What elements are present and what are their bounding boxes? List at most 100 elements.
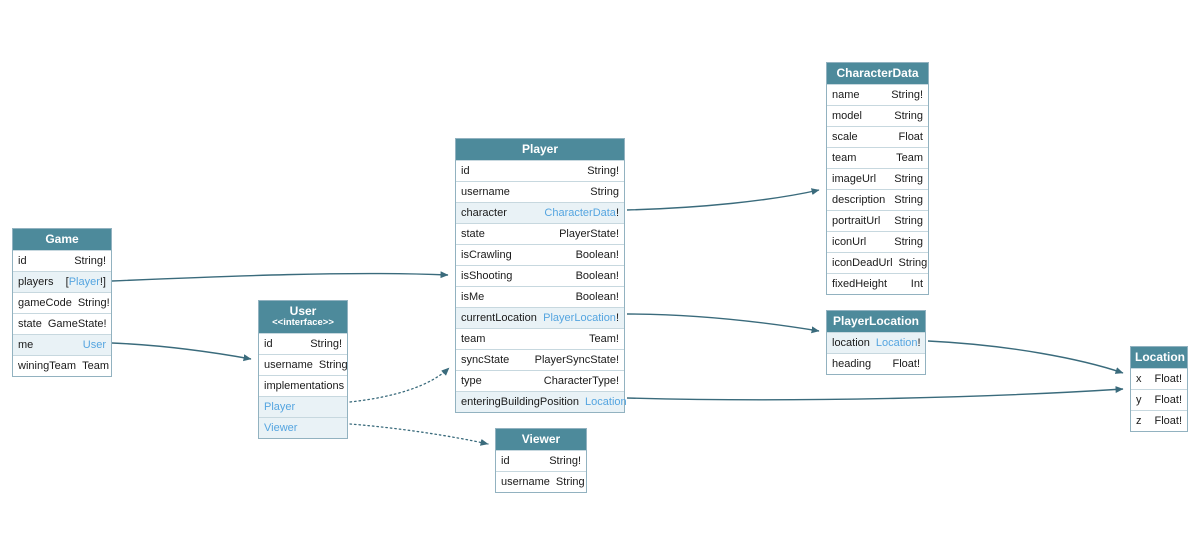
- field-type: CharacterType!: [543, 375, 619, 388]
- field-row-user-implementations[interactable]: implementations: [259, 374, 347, 396]
- field-row-player-isshooting[interactable]: isShooting Boolean!: [456, 265, 624, 287]
- edge-game-players-to-player: [111, 271, 449, 282]
- field-type: String!: [549, 455, 581, 468]
- field-name: model: [832, 110, 862, 123]
- table-title-location[interactable]: Location: [1131, 347, 1187, 369]
- field-type: String: [555, 476, 585, 489]
- edge-user-viewer-to-viewer: [349, 423, 489, 446]
- field-type: String!: [587, 165, 619, 178]
- field-name: state: [461, 228, 485, 241]
- field-name: Player: [264, 400, 296, 413]
- field-name: id: [18, 255, 27, 268]
- table-title-text: Viewer: [521, 432, 561, 446]
- field-row-game-players[interactable]: players[Player!]: [13, 271, 111, 293]
- field-type: Float: [898, 131, 923, 144]
- table-title-playerlocation[interactable]: PlayerLocation: [827, 311, 925, 333]
- field-name: isShooting: [461, 270, 513, 283]
- field-type: Team!: [589, 333, 619, 346]
- field-name: id: [461, 165, 470, 178]
- field-name: enteringBuildingPosition: [461, 396, 580, 409]
- table-title-characterdata[interactable]: CharacterData: [827, 63, 928, 85]
- table-title-text: CharacterData: [836, 66, 919, 80]
- field-type: String: [894, 215, 923, 228]
- table-title-user[interactable]: User<<interface>>: [259, 301, 347, 333]
- field-type: Boolean!: [575, 270, 619, 283]
- table-title-viewer[interactable]: Viewer: [496, 429, 586, 451]
- table-title-player[interactable]: Player: [456, 139, 624, 161]
- field-name: id: [501, 455, 510, 468]
- type-link[interactable]: CharacterData: [544, 207, 616, 220]
- field-type: String: [590, 186, 619, 199]
- field-type: String: [894, 194, 923, 207]
- field-name: heading: [832, 358, 872, 371]
- field-row-game-winingteam[interactable]: winingTeam Team: [13, 355, 111, 377]
- table-title-text: Player: [521, 142, 559, 156]
- field-type: Location!: [875, 337, 921, 350]
- field-name: Viewer: [264, 421, 298, 434]
- table-title-text: User: [289, 304, 317, 318]
- table-title-game[interactable]: Game: [13, 229, 111, 251]
- field-row-characterdata-model[interactable]: model String: [827, 105, 928, 127]
- field-type: Float!: [1154, 394, 1182, 407]
- field-name: fixedHeight: [832, 278, 888, 291]
- field-type: Float!: [892, 358, 920, 371]
- type-link[interactable]: Location: [585, 396, 627, 409]
- field-row-viewer-id[interactable]: id String!: [496, 450, 586, 472]
- field-type: Team: [82, 360, 109, 373]
- field-row-user-viewer[interactable]: Viewer: [259, 416, 347, 438]
- field-name: winingTeam: [18, 360, 77, 373]
- table-stereotype: <<interface>>: [272, 317, 334, 329]
- type-link[interactable]: Location: [875, 337, 918, 350]
- field-name: x: [1136, 373, 1142, 386]
- type-link[interactable]: User: [82, 339, 106, 352]
- field-name: z: [1136, 415, 1142, 428]
- type-link[interactable]: Player: [68, 276, 100, 289]
- field-type: String: [894, 110, 923, 123]
- field-name: username: [461, 186, 510, 199]
- field-row-playerlocation-heading[interactable]: heading Float!: [827, 353, 925, 375]
- field-row-player-id[interactable]: id String!: [456, 160, 624, 182]
- field-row-player-username[interactable]: username String: [456, 181, 624, 203]
- field-type: String!: [77, 297, 110, 310]
- type-link[interactable]: PlayerLocation: [543, 312, 616, 325]
- field-row-game-me[interactable]: me User: [13, 334, 111, 356]
- field-name: me: [18, 339, 34, 352]
- field-type: PlayerSyncState!: [534, 354, 619, 367]
- field-row-player-enteringbuildingposition[interactable]: enteringBuildingPosition Location: [456, 391, 627, 413]
- field-row-user-player[interactable]: Player: [259, 395, 347, 417]
